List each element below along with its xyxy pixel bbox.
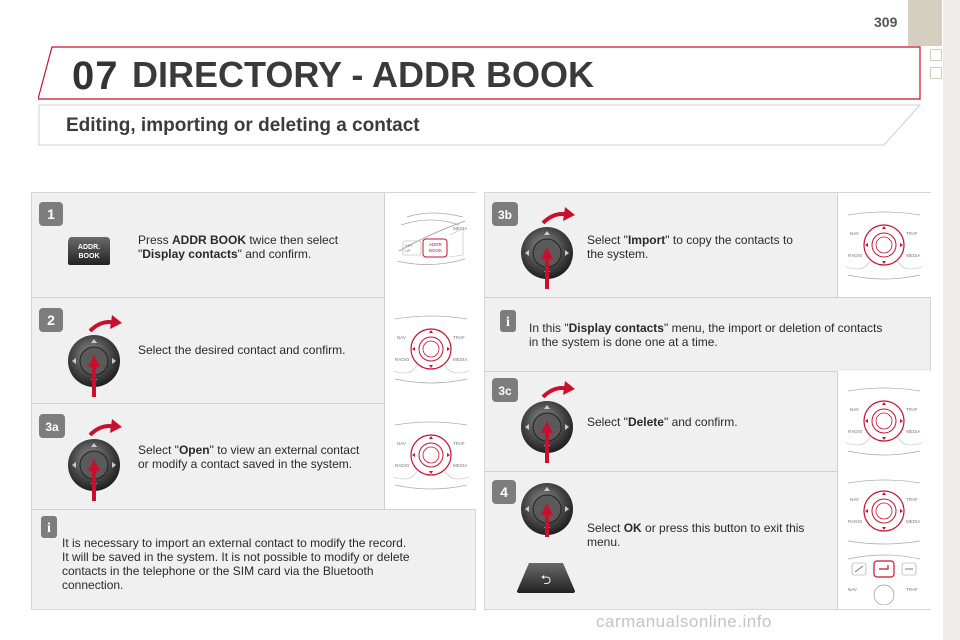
step-badge-1: 1	[39, 202, 63, 226]
svg-text:2: 2	[47, 312, 55, 328]
svg-text:TRAF: TRAF	[453, 441, 465, 446]
back-button-icon: ⮌	[517, 563, 575, 593]
step-badge-4: 4	[492, 480, 516, 504]
chapter-header-frame	[38, 46, 921, 100]
svg-text:NAV: NAV	[397, 335, 406, 340]
svg-text:NAV: NAV	[850, 231, 859, 236]
svg-text:MEDIA: MEDIA	[453, 226, 467, 231]
info-note-left: It is necessary to import an external co…	[62, 536, 410, 592]
nav-control-panel-icon: NAV TRAF RADIO MEDIA	[847, 479, 920, 545]
svg-text:NAV: NAV	[848, 587, 857, 592]
svg-text:MEDIA: MEDIA	[906, 519, 920, 524]
svg-text:SET: SET	[405, 243, 413, 248]
step-1-row: 1 ADDR. BOOK Press ADDR BOOK twice then …	[32, 193, 476, 298]
svg-text:NAV: NAV	[850, 407, 859, 412]
svg-text:TRAF: TRAF	[906, 497, 918, 502]
svg-text:RADIO: RADIO	[848, 253, 863, 258]
rotary-knob-push-icon	[68, 419, 122, 501]
info-note-right: In this "Display contacts" menu, the imp…	[529, 321, 883, 349]
left-steps-panel: 1 ADDR. BOOK Press ADDR BOOK twice then …	[31, 192, 476, 610]
step-1-text: Press ADDR BOOK twice then select "Displ…	[138, 233, 339, 261]
svg-text:RADIO: RADIO	[395, 357, 410, 362]
svg-text:NAV: NAV	[397, 441, 406, 446]
step-badge-2: 2	[39, 308, 63, 332]
step-2-row: 2 Select the desired contact and confirm…	[32, 297, 476, 404]
svg-text:TRAF: TRAF	[906, 407, 918, 412]
svg-text:TRAF: TRAF	[453, 335, 465, 340]
svg-text:3a: 3a	[45, 420, 59, 434]
svg-text:3b: 3b	[498, 208, 512, 222]
rotary-knob-push-icon	[68, 315, 122, 397]
svg-text:1: 1	[47, 206, 55, 222]
info-icon: i	[500, 310, 516, 332]
step-badge-3a: 3a	[39, 414, 65, 438]
step-3a-text: Select "Open" to view an external contac…	[138, 443, 360, 471]
right-steps-panel: 3b Select "Import" to copy the contacts …	[484, 192, 931, 610]
chapter-tab	[908, 0, 942, 46]
tab-marker-square	[930, 67, 942, 79]
step-3c-row: 3c Select "Delete" and confirm. NAV	[485, 371, 931, 472]
svg-text:i: i	[47, 521, 51, 536]
svg-text:RADIO: RADIO	[848, 519, 863, 524]
nav-control-panel-icon: NAV TRAF RADIO MEDIA	[392, 315, 470, 384]
step-4-text: Select OK or press this button to exit t…	[587, 521, 805, 549]
rotary-knob-push-icon	[521, 483, 573, 537]
step-3c-illustration: NAV TRAF RADIO MEDIA	[837, 371, 931, 471]
nav-control-panel-icon: NAV TRAF RADIO MEDIA	[392, 421, 470, 490]
svg-text:MEDIA: MEDIA	[906, 253, 920, 258]
step-badge-3b: 3b	[492, 202, 518, 226]
step-1-illustration: MEDIA SET UP ADDR BOOK	[384, 193, 476, 297]
svg-text:i: i	[506, 315, 510, 330]
section-header-frame	[38, 104, 922, 146]
svg-text:MEDIA: MEDIA	[453, 463, 467, 468]
section-title: Editing, importing or deleting a contact	[66, 115, 420, 136]
step-2-text: Select the desired contact and confirm.	[138, 343, 346, 357]
svg-text:ADDR: ADDR	[429, 242, 443, 247]
svg-text:MEDIA: MEDIA	[906, 429, 920, 434]
svg-text:⮌: ⮌	[541, 573, 551, 588]
svg-text:RADIO: RADIO	[848, 429, 863, 434]
step-3a-illustration: NAV TRAF RADIO MEDIA	[384, 403, 476, 509]
step-3b-text: Select "Import" to copy the contacts to …	[587, 233, 793, 261]
watermark: carmanualsonline.info	[596, 612, 772, 631]
back-key-panel-icon: NAV TRAF	[847, 554, 921, 605]
nav-control-panel-icon: NAV TRAF RADIO MEDIA	[845, 211, 923, 280]
svg-text:4: 4	[500, 484, 508, 500]
step-3c-text: Select "Delete" and confirm.	[587, 415, 738, 429]
svg-text:MEDIA: MEDIA	[453, 357, 467, 362]
svg-text:ADDR.: ADDR.	[78, 244, 100, 251]
svg-text:TRAF: TRAF	[906, 231, 918, 236]
step-3b-illustration: NAV TRAF RADIO MEDIA	[837, 193, 931, 297]
nav-control-panel-icon: NAV TRAF RADIO MEDIA	[845, 387, 923, 456]
addr-book-key-icon: ADDR. BOOK	[68, 237, 110, 265]
svg-text:3c: 3c	[498, 384, 512, 398]
step-2-illustration: NAV TRAF RADIO MEDIA	[384, 297, 476, 403]
svg-text:NAV: NAV	[850, 497, 859, 502]
chapter-number: 07	[72, 54, 119, 98]
page-side-strip	[943, 0, 960, 640]
svg-text:RADIO: RADIO	[395, 463, 410, 468]
step-4-illustration: NAV TRAF RADIO MEDIA NAV TRAF	[837, 471, 931, 609]
chapter-title: DIRECTORY - ADDR BOOK	[132, 54, 595, 95]
page-number: 309	[874, 14, 898, 30]
step-3a-row: 3a Select "Open" to view an external con…	[32, 403, 476, 510]
rotary-knob-push-icon	[521, 207, 575, 289]
svg-text:TRAF: TRAF	[906, 587, 918, 592]
tab-marker-square	[930, 49, 942, 61]
svg-text:UP: UP	[405, 248, 411, 253]
step-3b-row: 3b Select "Import" to copy the contacts …	[485, 193, 931, 298]
rotary-knob-push-icon	[521, 381, 575, 463]
svg-text:BOOK: BOOK	[79, 253, 100, 260]
info-icon: i	[41, 516, 57, 538]
svg-text:BOOK: BOOK	[429, 248, 442, 253]
addr-book-panel-icon: MEDIA SET UP ADDR BOOK	[396, 212, 467, 265]
step-badge-3c: 3c	[492, 378, 518, 402]
step-4-row: 4 ⮌ Select OK or press this button to ex…	[485, 471, 931, 609]
info-right-row: i In this "Display contacts" menu, the i…	[485, 297, 930, 372]
